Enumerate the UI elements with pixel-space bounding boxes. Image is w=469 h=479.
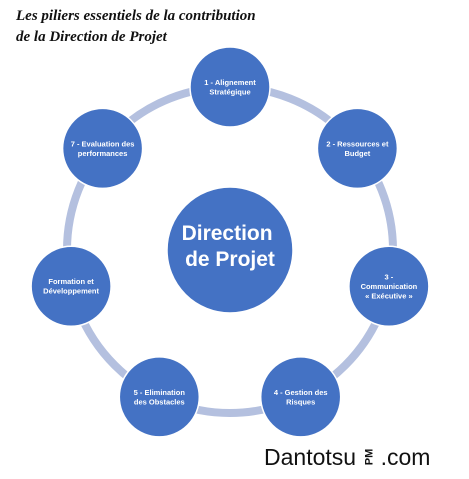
pillar-circle: [61, 107, 144, 190]
pillar-label-line: Risques: [286, 397, 315, 406]
pillar-circle: [118, 356, 201, 438]
center-label-line: de Projet: [185, 248, 275, 271]
pillar-label-line: 5 - Elimination: [134, 388, 186, 397]
center-node: Direction de Projet: [166, 186, 294, 314]
center-label-line: Direction: [182, 222, 273, 245]
pillar-label: 3 -Communication« Exécutive »: [361, 273, 418, 301]
brand-name: Dantotsu: [264, 444, 357, 470]
pillar-label-line: Budget: [344, 149, 370, 158]
pillar-node: 3 -Communication« Exécutive »: [348, 245, 430, 328]
pillar-label-line: des Obstacles: [134, 397, 185, 406]
pillar-circle: [348, 245, 430, 328]
title-line-2: de la Direction de Projet: [16, 29, 167, 45]
pillar-circle: [316, 107, 399, 190]
pillar-label-line: Développement: [43, 287, 99, 296]
brand-logo: Dantotsu PM.com: [264, 444, 430, 472]
pillar-label-line: performances: [78, 149, 128, 158]
pillar-label-line: Formation et: [48, 277, 94, 286]
pillar-label-line: 7 - Evaluation des: [71, 139, 135, 148]
pillar-label-line: 3 -: [385, 273, 394, 282]
pillar-circle: [30, 245, 112, 328]
pillar-circle: [259, 356, 342, 438]
pillar-label-line: « Exécutive »: [365, 292, 413, 301]
brand-suffix: .com: [380, 444, 431, 470]
pillar-circle: [189, 46, 271, 128]
title-line-1: Les piliers essentiels de la contributio…: [16, 8, 256, 24]
pillar-label-line: 1 - Alignement: [204, 78, 256, 87]
diagram-title: Les piliers essentiels de la contributio…: [16, 6, 256, 48]
pillar-label-line: 4 - Gestion des: [274, 388, 328, 397]
pillar-label-line: Communication: [361, 282, 418, 291]
pillar-label-line: 2 - Ressources et: [326, 139, 389, 148]
pillar-label-line: Stratégique: [209, 88, 250, 97]
center-label: Direction de Projet: [182, 222, 279, 271]
brand-mark: PM: [363, 448, 376, 466]
center-circle: [166, 186, 294, 314]
